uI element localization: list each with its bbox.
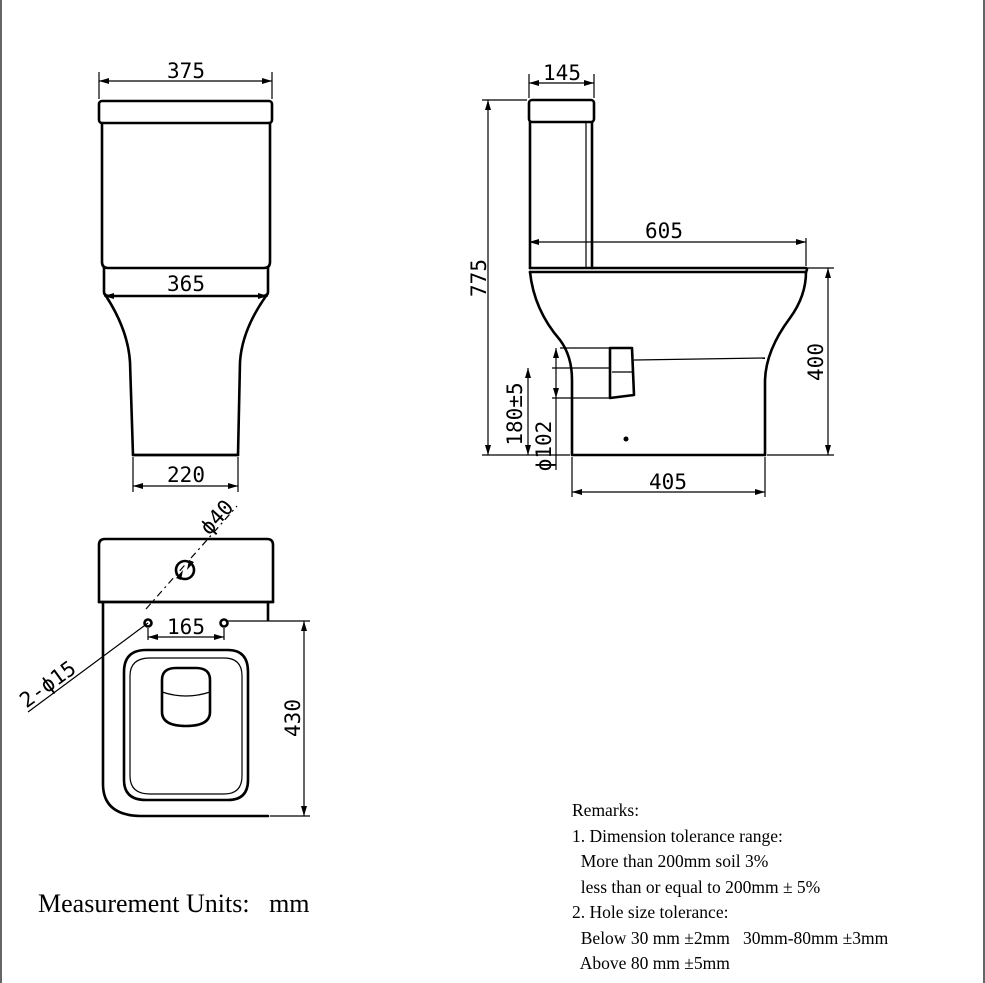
remarks-line: less than or equal to 200mm ± 5% bbox=[572, 876, 821, 897]
top-flush-opening bbox=[160, 666, 212, 728]
dim-label-365: 365 bbox=[167, 272, 205, 296]
dim-375 bbox=[98, 72, 273, 99]
remarks-line: Below 30 mm ±2mm 30mm-80mm ±3mm bbox=[572, 927, 889, 948]
dim-775 bbox=[482, 99, 570, 456]
top-bowl-outline bbox=[101, 600, 270, 818]
dim-label-375: 375 bbox=[167, 59, 205, 83]
dim-label-102: ϕ102 bbox=[532, 421, 556, 472]
dim-label-180: 180±5 bbox=[503, 382, 527, 445]
remarks-line: 2. Hole size tolerance: bbox=[572, 902, 729, 922]
dim-label-220: 220 bbox=[167, 463, 205, 487]
dim-430 bbox=[228, 620, 310, 817]
top-inlet-hole bbox=[174, 559, 196, 581]
dim-365 bbox=[104, 293, 268, 299]
remarks-block: Remarks: 1. Dimension tolerance range: M… bbox=[572, 798, 888, 977]
side-seat bbox=[528, 266, 809, 274]
remarks-line: 1. Dimension tolerance range: bbox=[572, 825, 783, 846]
dim-label-15: 2-ϕ15 bbox=[15, 656, 80, 713]
remarks-title: Remarks: bbox=[572, 800, 640, 820]
measurement-units-label: Measurement Units: mm bbox=[38, 889, 310, 918]
dim-label-145: 145 bbox=[543, 61, 581, 85]
remarks-line: Above 80 mm ±5mm bbox=[572, 953, 730, 973]
front-cistern-body bbox=[100, 121, 272, 270]
remarks-line: More than 200mm soil 3% bbox=[572, 851, 769, 871]
top-seat-rim bbox=[122, 648, 250, 802]
dim-405 bbox=[571, 457, 766, 497]
dim-label-405: 405 bbox=[649, 470, 687, 494]
dim-label-400: 400 bbox=[804, 343, 828, 381]
dim-102 bbox=[553, 348, 559, 470]
front-view: 375 365 220 bbox=[97, 59, 274, 492]
dim-label-40: ϕ40 bbox=[195, 495, 238, 539]
dim-label-430: 430 bbox=[281, 699, 305, 737]
top-fixing-hole-right bbox=[219, 618, 229, 628]
dim-145 bbox=[528, 74, 595, 98]
side-cistern-lid bbox=[527, 98, 596, 124]
dim-605 bbox=[529, 238, 807, 266]
dim-label-165: 165 bbox=[167, 615, 205, 639]
side-view: 145 605 775 400 bbox=[467, 61, 834, 497]
side-fixing-dot bbox=[623, 436, 629, 442]
side-bowl bbox=[528, 270, 808, 457]
top-cistern bbox=[97, 537, 275, 604]
front-cistern-lid bbox=[97, 99, 274, 125]
side-cistern-body bbox=[528, 120, 594, 270]
top-fixing-hole-left bbox=[143, 618, 153, 628]
dim-400 bbox=[767, 267, 834, 456]
front-pedestal bbox=[104, 294, 268, 457]
top-view: ϕ40 165 2-ϕ15 430 bbox=[15, 495, 310, 818]
dim-180 bbox=[525, 368, 531, 455]
side-outlet bbox=[608, 346, 636, 400]
dim-220 bbox=[132, 457, 239, 492]
dim-label-775: 775 bbox=[467, 259, 491, 297]
dim-label-605: 605 bbox=[645, 219, 683, 243]
